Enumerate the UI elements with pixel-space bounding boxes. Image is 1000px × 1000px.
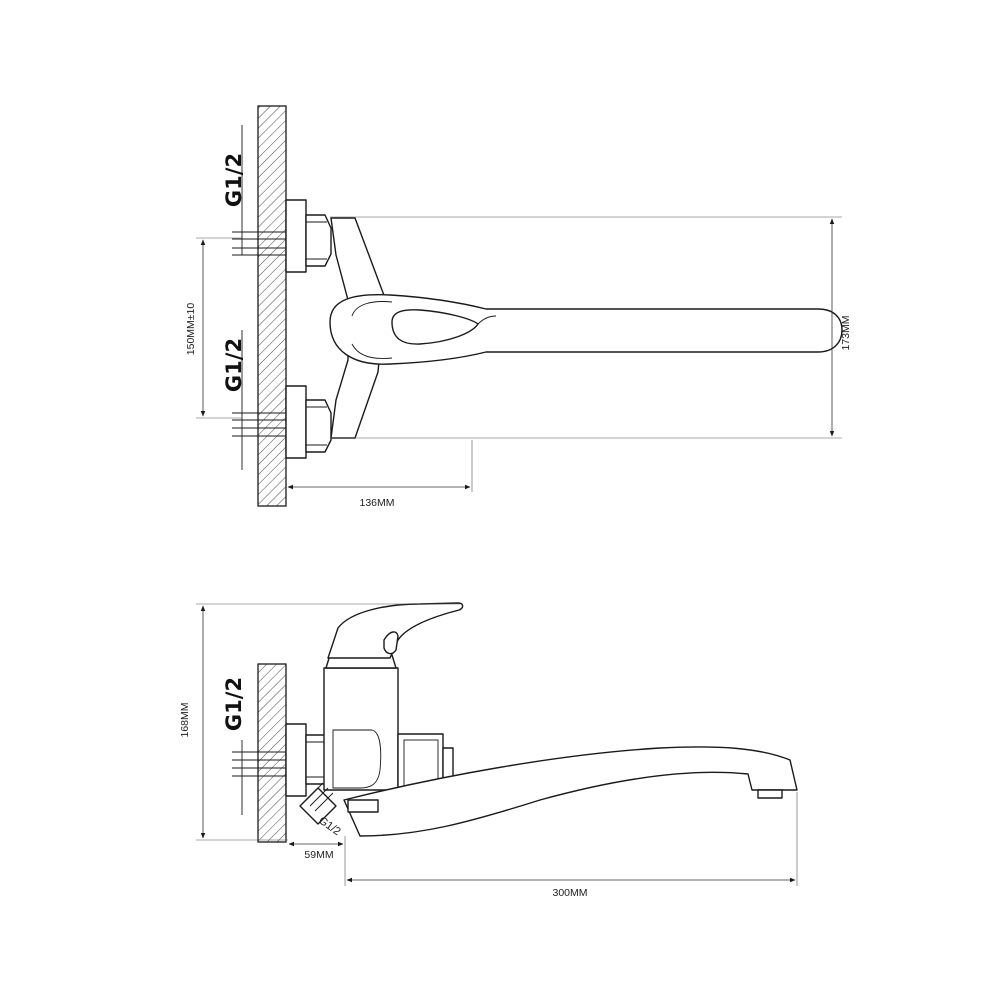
dim-centers-label: 150MM±10: [185, 303, 197, 356]
top-view: 173MM 150MM±10 136MM G1/2 G1/2: [185, 105, 852, 509]
upper-nut: [305, 214, 332, 267]
wall-top-hatch: [258, 106, 286, 506]
dim-offset-label: 136MM: [359, 497, 394, 509]
mixer-body-side: [323, 667, 399, 791]
dim-height-label: 168MM: [179, 702, 191, 737]
side-small-thread-label: G1/2: [316, 815, 342, 839]
side-inlet-thread: [232, 740, 298, 815]
dim-width-label: 173MM: [840, 315, 852, 350]
lower-escutcheon: [285, 385, 307, 459]
thread-label-upper: G1/2: [222, 153, 246, 207]
spout-collar: [347, 799, 379, 813]
wall-side-hatch: [258, 664, 286, 842]
side-escutcheon: [285, 723, 307, 797]
thread-label-side: G1/2: [222, 677, 246, 731]
diverter-cap: [442, 747, 454, 779]
lower-nut: [305, 399, 332, 453]
handle-pivot: [383, 631, 399, 655]
dim-depth-label: 59MM: [304, 849, 333, 861]
dim-spout-label: 300MM: [552, 887, 587, 899]
lever-handle-window: [391, 309, 479, 345]
lever-handle-side: [327, 602, 464, 659]
side-view: G1/2 168MM 59MM 300MM G1/2: [179, 602, 798, 899]
upper-escutcheon: [285, 199, 307, 273]
thread-label-lower: G1/2: [222, 338, 246, 392]
aerator: [757, 789, 783, 799]
lever-handle-top: [329, 293, 843, 365]
